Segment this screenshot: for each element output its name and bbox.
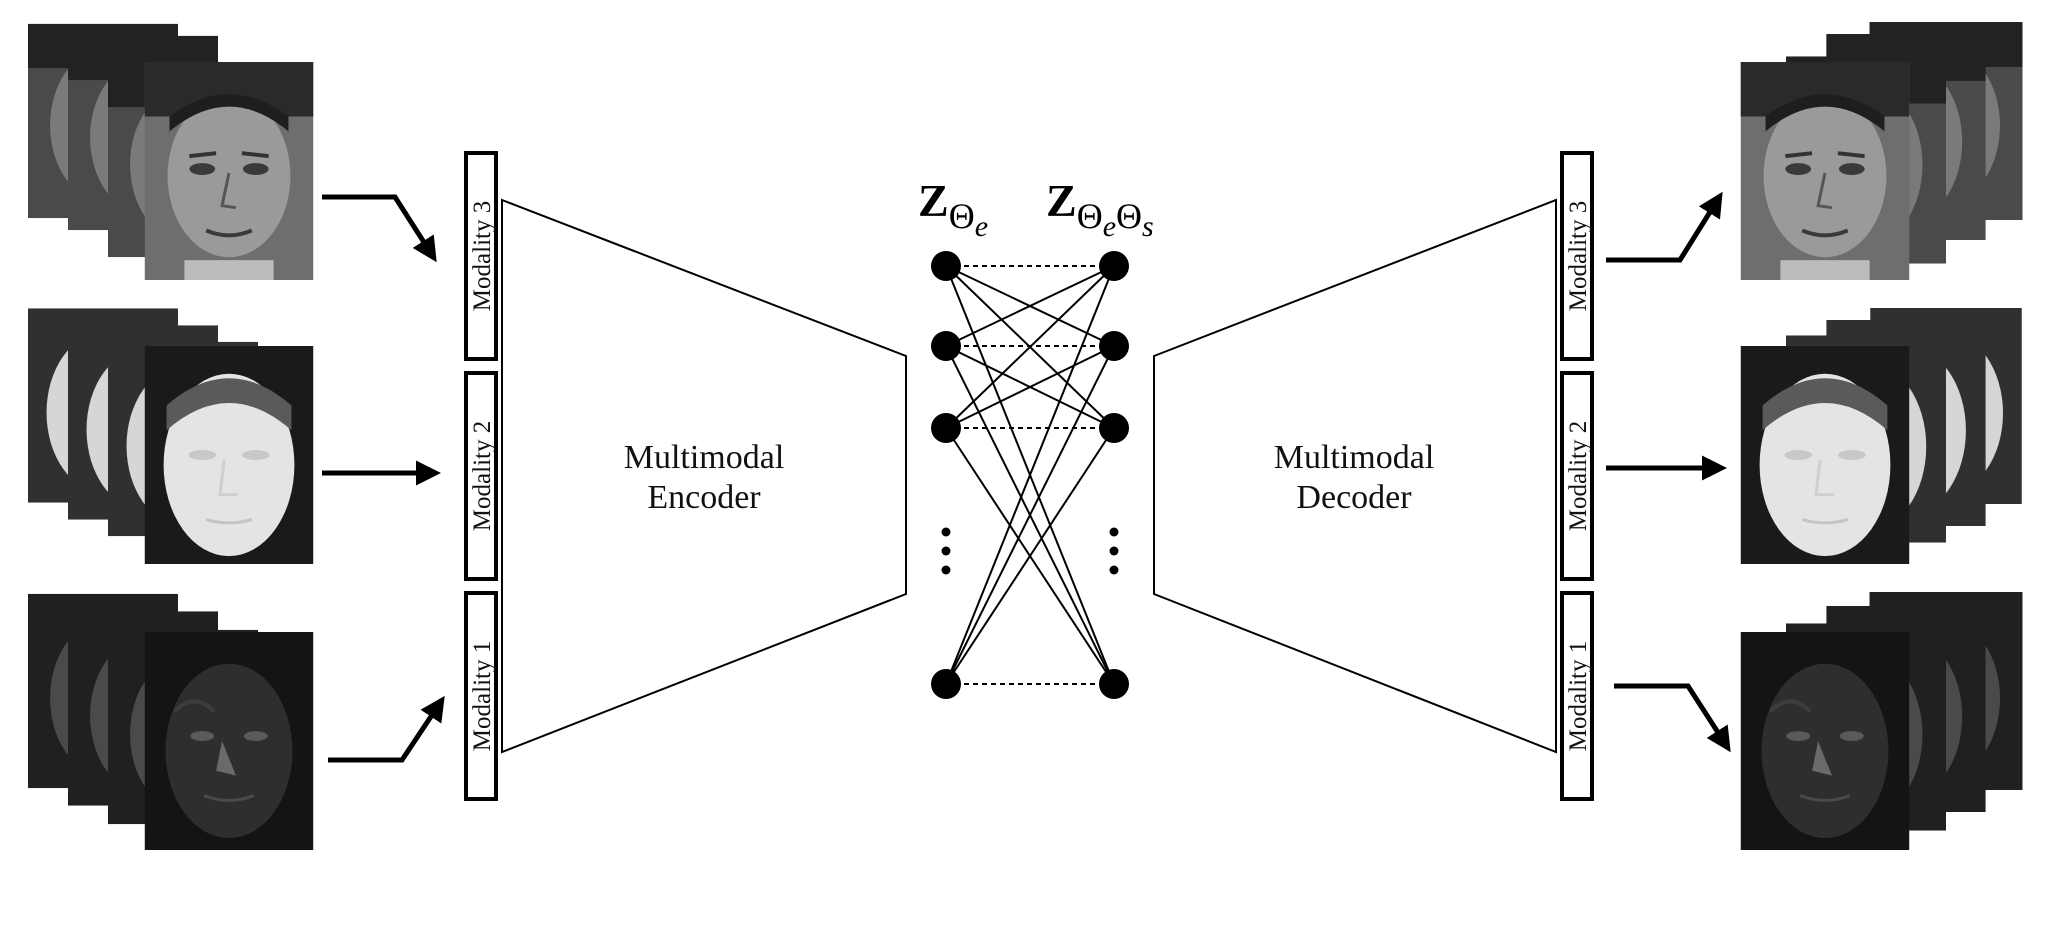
latent-right-node (1099, 251, 1129, 281)
encoder-label-line1: Multimodal (624, 439, 785, 476)
encoder-modality-3-box (464, 151, 498, 361)
encoder-trapezoid (501, 198, 907, 754)
latent-right-node (1099, 413, 1129, 443)
encoder-modality-boxes (464, 151, 498, 801)
latent-connections (945, 265, 1115, 685)
latent-right-label: ZΘeΘs (1046, 175, 1154, 243)
decoder-modality-2-label: Modality 2 (1565, 421, 1592, 531)
decoder-modality-3-box (1560, 151, 1594, 361)
decoder-modality-3-label: Modality 3 (1565, 201, 1592, 311)
latent-left-node (931, 331, 961, 361)
latent-nodes (931, 251, 1129, 699)
decoder-label-line2: Decoder (1296, 479, 1412, 516)
output-face-stack-lowlight (1740, 592, 2023, 850)
encoder-modality-1-box (464, 591, 498, 801)
decoder-trapezoid (1153, 198, 1557, 754)
latent-left-node (931, 251, 961, 281)
latent-identity-connections (946, 265, 1114, 685)
output-arrows (1606, 191, 1731, 753)
latent-right-node (1099, 669, 1129, 699)
input-face-stack-thermal (28, 308, 314, 564)
encoder-label-line2: Encoder (647, 479, 761, 516)
decoder-modality-2-box (1560, 371, 1594, 581)
decoder-modality-boxes (1560, 151, 1594, 801)
encoder-modality-2-label: Modality 2 (469, 421, 496, 531)
encoder-modality-1-label: Modality 1 (469, 641, 496, 751)
latent-left-node (931, 413, 961, 443)
arrow-from-modality-1 (1614, 683, 1731, 753)
decoder-label-line1: Multimodal (1274, 439, 1435, 476)
input-face-stack-lowlight (28, 593, 314, 850)
decoder-modality-1-box (1560, 591, 1594, 801)
latent-right-node (1099, 331, 1129, 361)
input-arrows (322, 194, 445, 763)
output-face-stack-thermal (1740, 308, 2022, 564)
decoder-modality-1-label: Modality 1 (1565, 641, 1592, 751)
arrow-from-modality-3 (1606, 191, 1723, 263)
encoder-modality-3-label: Modality 3 (469, 201, 496, 311)
latent-left-label: ZΘe (918, 175, 988, 243)
output-face-stack-visible (1740, 22, 2023, 280)
arrow-to-modality-1 (328, 695, 445, 763)
latent-left-node (931, 669, 961, 699)
latent-ellipsis (941, 527, 1119, 575)
encoder-modality-2-box (464, 371, 498, 581)
arrow-to-modality-3 (322, 194, 437, 263)
latent-labels: ZΘe ZΘeΘs (918, 175, 1154, 243)
input-face-stack-visible (28, 23, 314, 280)
